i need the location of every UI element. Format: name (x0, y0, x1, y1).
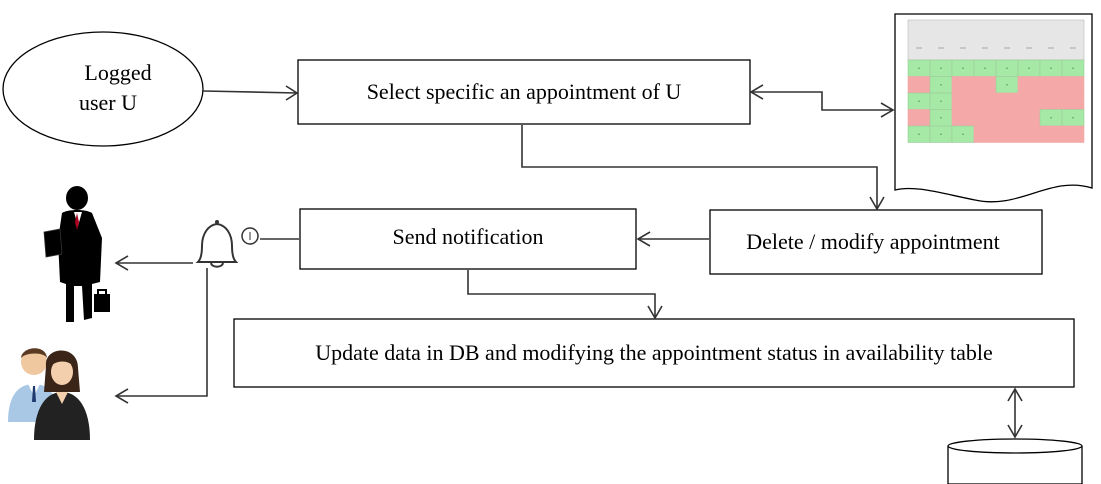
slot-marker (940, 133, 942, 136)
logged-user-label-line2: user U (79, 90, 137, 115)
slot-marker (1028, 67, 1030, 70)
users-couple-icon (8, 348, 90, 440)
arrow-select-table (751, 91, 893, 111)
arrow-send-to-update (467, 270, 656, 318)
booked-slot-cell (1039, 125, 1063, 143)
send-notification-node: Send notification (299, 208, 637, 270)
delete-modify-label: Delete / modify appointment (746, 229, 1000, 254)
booked-slot-cell (1039, 76, 1063, 94)
slot-marker (940, 83, 942, 86)
slot-marker (1072, 67, 1074, 70)
slot-marker (918, 67, 920, 70)
booked-slot-cell (1017, 109, 1041, 127)
booked-slot-cell (907, 109, 931, 127)
booked-slot-cell (1017, 125, 1041, 143)
booked-slot-cell (973, 92, 997, 110)
booked-slot-cell (1017, 76, 1041, 94)
booked-slot-cell (995, 125, 1019, 143)
booked-slot-cell (951, 76, 975, 94)
slot-marker (984, 67, 986, 70)
connectors (114, 84, 1023, 439)
booked-slot-cell (951, 92, 975, 110)
booked-slot-cell (995, 109, 1019, 127)
slot-marker (940, 67, 942, 70)
slot-marker (1006, 83, 1008, 86)
logged-user-label-line1: Logged (84, 60, 151, 85)
slot-marker (962, 133, 964, 136)
availability-table-document (894, 13, 1093, 203)
booked-slot-cell (1061, 76, 1085, 94)
booked-slot-cell (973, 76, 997, 94)
slot-marker (1072, 116, 1074, 119)
slot-marker (940, 116, 942, 119)
slot-marker (1050, 67, 1052, 70)
database-cylinder-icon (947, 438, 1083, 484)
logged-user-node: Logged user U (2, 31, 204, 147)
booked-slot-cell (995, 92, 1019, 110)
send-notification-label: Send notification (393, 224, 544, 249)
booked-slot-cell (973, 125, 997, 143)
select-appointment-node: Select specific an appointment of U (297, 59, 751, 125)
arrow-bell-to-users (116, 268, 208, 397)
arrow-user-to-select (202, 90, 298, 94)
update-data-node: Update data in DB and modifying the appo… (233, 318, 1075, 388)
slot-marker (1050, 116, 1052, 119)
availability-table-header (907, 19, 1085, 61)
slot-marker (962, 67, 964, 70)
arrow-select-to-delete (521, 125, 878, 209)
delete-modify-node: Delete / modify appointment (709, 209, 1043, 275)
slot-marker (1006, 67, 1008, 70)
slot-marker (940, 100, 942, 103)
booked-slot-cell (907, 76, 931, 94)
booked-slot-cell (951, 109, 975, 127)
booked-slot-cell (1061, 92, 1085, 110)
slot-marker (918, 100, 920, 103)
table-header-band (907, 19, 1085, 61)
businessman-silhouette-icon (43, 186, 110, 322)
booked-slot-cell (1017, 92, 1041, 110)
availability-table-grid (907, 59, 1085, 143)
booked-slot-cell (1039, 92, 1063, 110)
booked-slot-cell (1061, 125, 1085, 143)
update-data-label: Update data in DB and modifying the appo… (315, 340, 993, 365)
bell-icon (195, 220, 259, 268)
slot-marker (918, 133, 920, 136)
booked-slot-cell (973, 109, 997, 127)
select-appointment-label: Select specific an appointment of U (367, 79, 682, 104)
